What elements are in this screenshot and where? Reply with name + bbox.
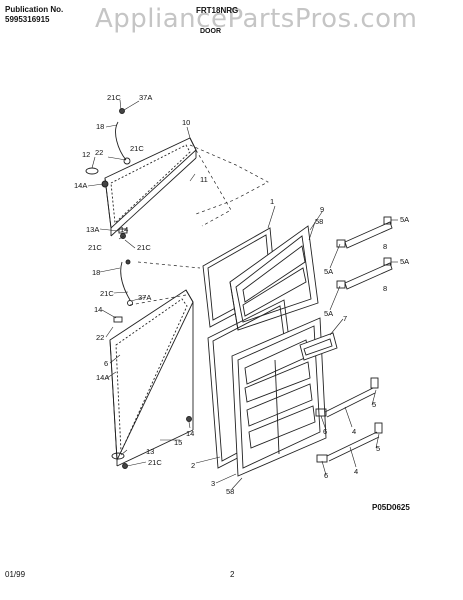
callout-37a: 37A bbox=[138, 293, 151, 302]
diagram-code: P05D0625 bbox=[372, 503, 410, 512]
fresh-food-hinge-parts bbox=[111, 259, 192, 469]
callout-12: 12 bbox=[82, 150, 90, 159]
callout-5a: 5A bbox=[400, 257, 409, 266]
callout-10: 10 bbox=[182, 118, 190, 127]
callout-2: 2 bbox=[191, 461, 195, 470]
callout-labels: 21C 37A 18 10 12 22 21C 14A 11 13A 14 21… bbox=[74, 93, 409, 496]
callout-leader-lines bbox=[87, 99, 398, 490]
dairy-door-bin bbox=[299, 332, 338, 361]
callout-14a: 14A bbox=[74, 181, 87, 190]
callout-18: 18 bbox=[96, 122, 104, 131]
callout-58: 58 bbox=[226, 487, 234, 496]
callout-15: 15 bbox=[174, 438, 182, 447]
page-number: 2 bbox=[230, 570, 235, 579]
callout-13a: 13A bbox=[86, 225, 99, 234]
callout-21c: 21C bbox=[137, 243, 151, 252]
callout-22: 22 bbox=[96, 333, 104, 342]
dashed-alignment-lines-lower bbox=[129, 261, 201, 306]
shelf-rail-upper-1 bbox=[336, 216, 393, 249]
callout-5a: 5A bbox=[324, 309, 333, 318]
callout-6: 6 bbox=[104, 359, 108, 368]
callout-22: 22 bbox=[95, 148, 103, 157]
publication-number: 5995316915 bbox=[5, 15, 50, 24]
watermark-logo: AppliancePartsPros.com bbox=[95, 4, 418, 34]
callout-14: 14 bbox=[120, 225, 128, 234]
callout-5a: 5A bbox=[324, 267, 333, 276]
section-title: DOOR bbox=[200, 28, 221, 35]
callout-21c: 21C bbox=[107, 93, 121, 102]
callout-37a: 37A bbox=[139, 93, 152, 102]
callout-14: 14 bbox=[186, 429, 194, 438]
shelf-rail-lower-1 bbox=[315, 377, 379, 418]
callout-6: 6 bbox=[323, 427, 327, 436]
callout-5: 5 bbox=[376, 444, 380, 453]
callout-6: 6 bbox=[324, 471, 328, 480]
callout-8: 8 bbox=[383, 242, 387, 251]
callout-58: 58 bbox=[315, 217, 323, 226]
callout-13: 13 bbox=[146, 447, 154, 456]
callout-3: 3 bbox=[211, 479, 215, 488]
callout-21c: 21C bbox=[100, 289, 114, 298]
callout-18: 18 bbox=[92, 268, 100, 277]
dashed-alignment-lines bbox=[189, 144, 269, 227]
callout-14: 14 bbox=[94, 305, 102, 314]
fresh-food-inner-door bbox=[231, 317, 327, 477]
freezer-inner-door bbox=[229, 225, 319, 331]
callout-21c: 21C bbox=[148, 458, 162, 467]
callout-4: 4 bbox=[354, 467, 358, 476]
fresh-food-door-panel bbox=[109, 289, 194, 467]
footer-date: 01/99 bbox=[5, 570, 26, 579]
publication-label: Publication No. bbox=[5, 5, 64, 14]
callout-8: 8 bbox=[383, 284, 387, 293]
callout-7: 7 bbox=[343, 314, 347, 323]
model-number: FRT18NRG bbox=[196, 6, 239, 15]
callout-5: 5 bbox=[372, 400, 376, 409]
shelf-rail-lower-2 bbox=[316, 422, 383, 463]
callout-4: 4 bbox=[352, 427, 356, 436]
callout-21c: 21C bbox=[88, 243, 102, 252]
callout-14a: 14A bbox=[96, 373, 109, 382]
callout-9: 9 bbox=[320, 205, 324, 214]
callout-21c: 21C bbox=[130, 144, 144, 153]
freezer-door-panel bbox=[104, 137, 197, 237]
callout-1: 1 bbox=[270, 197, 274, 206]
callout-11: 11 bbox=[200, 175, 208, 184]
callout-5a: 5A bbox=[400, 215, 409, 224]
shelf-rail-upper-2 bbox=[336, 257, 393, 290]
